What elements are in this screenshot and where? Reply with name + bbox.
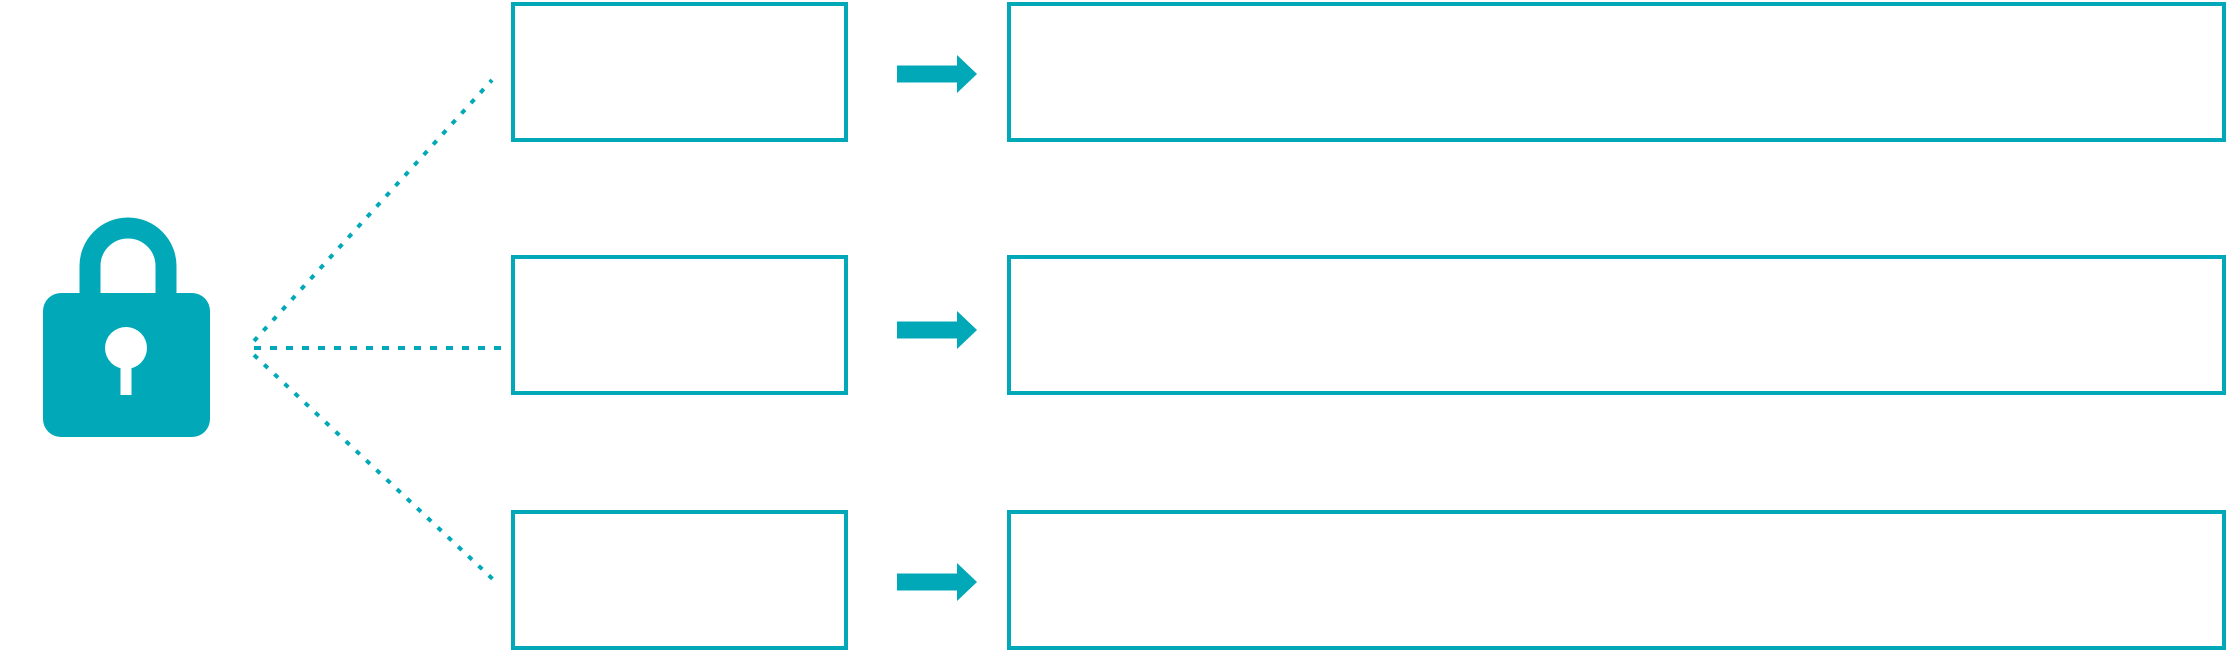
connector-line-bottom [252,353,500,586]
arrow-right-icon-2 [897,311,977,349]
detail-box-2 [1007,255,2226,395]
arrow-right-icon-3 [897,563,977,601]
topic-box-2 [511,255,848,395]
connector-line-top [252,78,494,343]
lock-keyhole-stem [120,350,132,395]
topic-box-1 [511,2,848,142]
lock-keyhole-circle [105,327,147,369]
detail-box-1 [1007,2,2226,142]
topic-box-3 [511,510,848,650]
lock-shackle [79,217,177,321]
lock-icon [43,217,210,437]
arrow-right-icon-1 [897,55,977,93]
detail-box-3 [1007,510,2226,650]
